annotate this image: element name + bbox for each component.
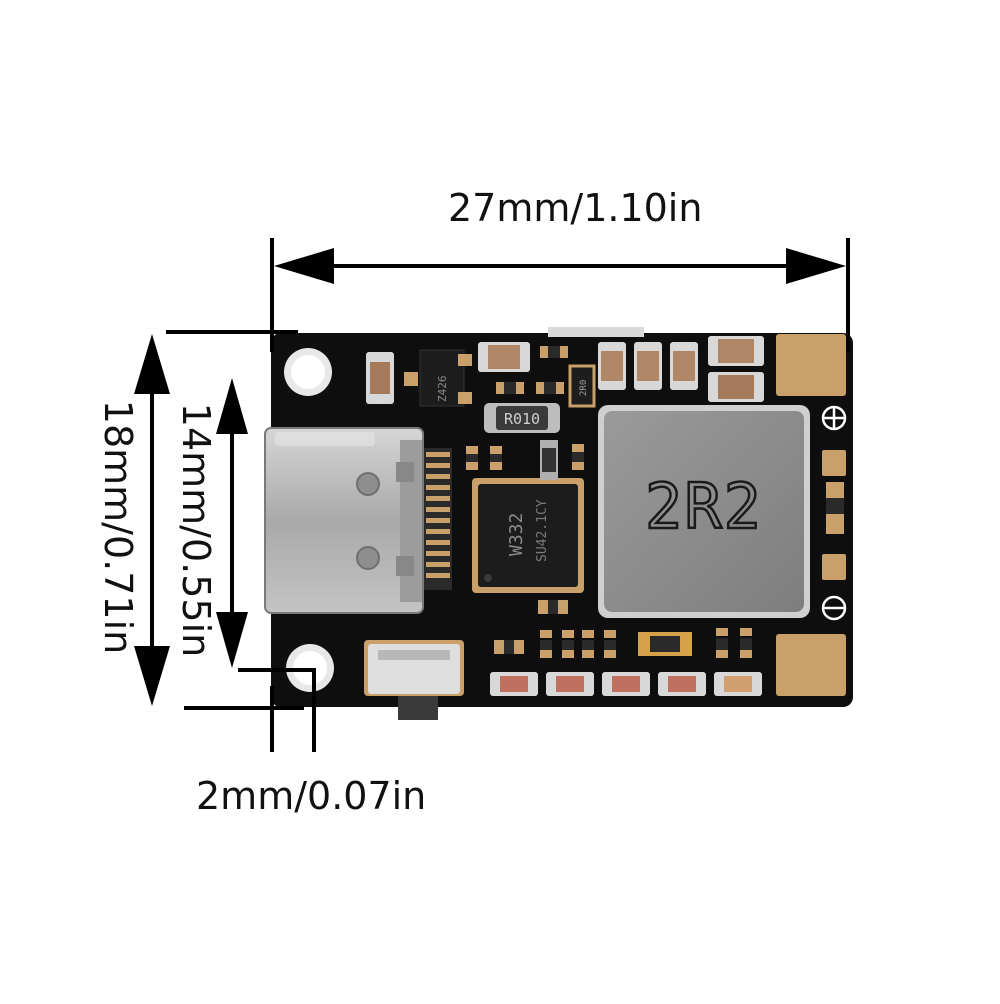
mounting-hole-top	[284, 348, 332, 396]
push-button-switch	[364, 640, 464, 720]
output-pad-positive	[776, 334, 846, 396]
led-1	[490, 672, 538, 696]
output-pad-negative	[776, 634, 846, 696]
top-edge-connector	[548, 327, 644, 337]
width-arrowhead-right	[786, 248, 846, 284]
led-3	[602, 672, 650, 696]
led-5	[714, 672, 762, 696]
height-arrowhead-top	[134, 334, 170, 394]
hole-offset-dimension-label: 2mm/0.07in	[196, 774, 427, 818]
usb-c-connector	[264, 427, 452, 614]
transistor-marking: Z426	[436, 376, 449, 403]
small-resistor: 2R0	[568, 364, 596, 408]
led-indicator-row	[490, 672, 762, 696]
main-ic-chip: W332 SU42.1CY	[472, 478, 584, 593]
transistor-component: Z426	[404, 349, 472, 407]
usb-height-dimension-label: 14mm/0.55in	[174, 402, 218, 658]
width-arrowhead-left	[274, 248, 334, 284]
pcb-board: 2R2 W332 SU42.1CY R010 Z426 2R0	[264, 327, 853, 720]
width-dimension-label: 27mm/1.10in	[448, 186, 703, 230]
chip-marking-1: W332	[506, 513, 527, 556]
height-arrowhead-bottom	[134, 646, 170, 706]
usb-height-dimension	[216, 378, 316, 672]
led-4	[658, 672, 706, 696]
height-dimension-label: 18mm/0.71in	[96, 399, 140, 655]
sense-resistor-marking: R010	[504, 410, 540, 428]
led-2	[546, 672, 594, 696]
power-inductor: 2R2	[598, 405, 810, 618]
sense-resistor: R010	[484, 403, 560, 433]
usb-height-arrowhead-top	[216, 378, 248, 434]
small-resistor-marking: 2R0	[579, 380, 589, 396]
smd-small-parts	[466, 346, 844, 658]
chip-marking-2: SU42.1CY	[535, 499, 550, 562]
width-dimension	[270, 238, 850, 352]
side-pads	[822, 450, 846, 580]
height-dimension	[134, 330, 304, 710]
usb-height-arrowhead-bottom	[216, 612, 248, 668]
capacitor-group-top	[366, 336, 764, 404]
polarity-markings	[821, 405, 847, 621]
inductor-marking: 2R2	[645, 470, 763, 543]
offset-dimension	[270, 670, 316, 752]
